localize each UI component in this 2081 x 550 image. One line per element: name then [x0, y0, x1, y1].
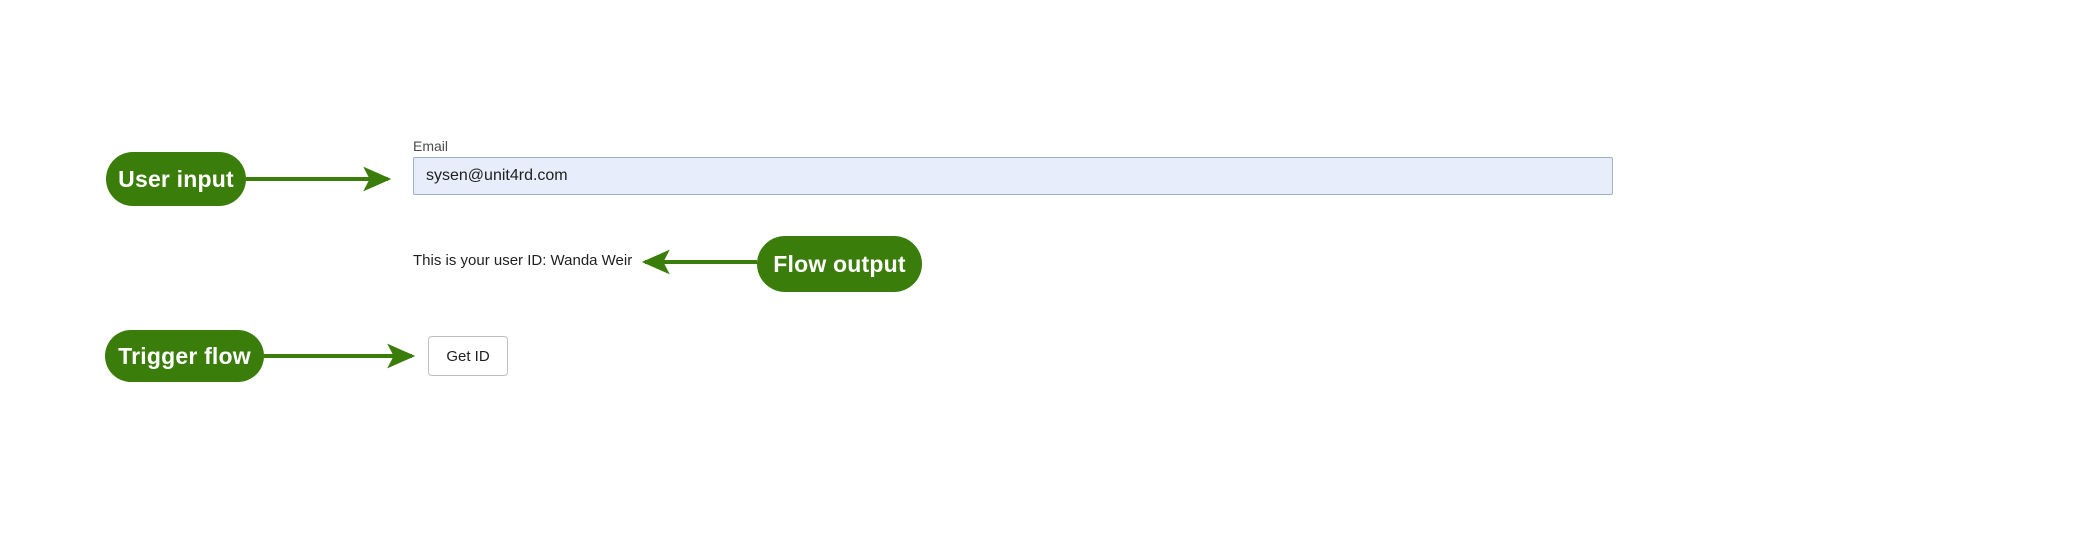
flow-output-text: This is your user ID: Wanda Weir — [413, 252, 633, 269]
annotation-flow-output: Flow output — [757, 236, 922, 292]
annotation-trigger-flow: Trigger flow — [105, 330, 264, 382]
annotation-user-input: User input — [106, 152, 246, 206]
email-field-label: Email — [413, 138, 449, 154]
get-id-button[interactable]: Get ID — [428, 336, 508, 376]
email-input[interactable] — [413, 157, 1613, 195]
